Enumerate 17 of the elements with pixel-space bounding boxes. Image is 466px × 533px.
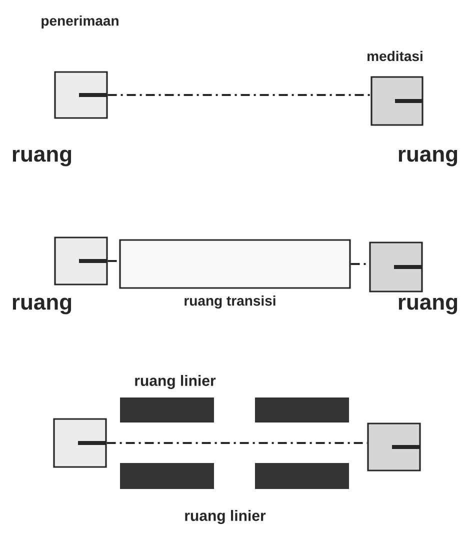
linear-bar	[120, 463, 214, 489]
room-square	[53, 418, 107, 468]
room-label: ruang	[12, 298, 72, 314]
zone-label: ruang linier	[135, 374, 216, 390]
link-line	[108, 94, 371, 96]
linear-bar	[255, 463, 349, 489]
room-caption: meditasi	[368, 50, 422, 62]
linear-bar	[120, 398, 214, 422]
room-caption: ruang transisi	[184, 295, 276, 309]
link-line	[108, 260, 120, 262]
room-label: ruang	[12, 150, 72, 166]
linear-bar	[255, 398, 349, 422]
room-label: ruang	[398, 150, 458, 166]
room-label: ruang	[398, 298, 458, 314]
room-caption: penerimaan	[42, 15, 118, 29]
room-square	[367, 422, 421, 472]
zone-label: ruang linier	[185, 510, 266, 524]
